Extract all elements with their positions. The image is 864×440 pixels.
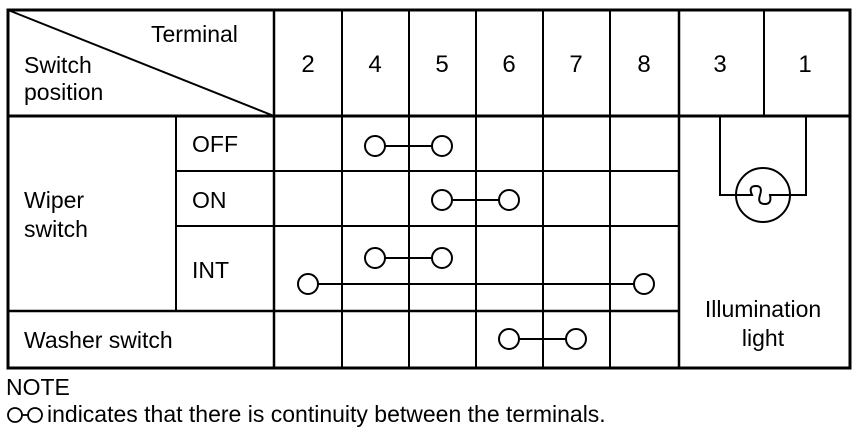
header-position-label: position [24, 79, 103, 105]
note-text: indicates that there is continuity betwe… [47, 401, 606, 427]
row-label-on: ON [192, 187, 227, 213]
header-switch-label: Switch [24, 52, 92, 78]
lamp-icon [719, 116, 807, 223]
connection-washer-6-7 [498, 328, 587, 350]
terminal-header-3: 3 [713, 51, 726, 78]
illumination-label-line2: light [742, 325, 785, 351]
terminal-header-1: 1 [798, 51, 811, 78]
connection-int-2-8 [297, 273, 655, 295]
terminal-header-4: 4 [368, 51, 381, 78]
terminal-header-8: 8 [637, 51, 650, 78]
terminal-header-5: 5 [435, 51, 448, 78]
note-heading: NOTE [6, 374, 70, 400]
terminal-header-2: 2 [301, 51, 314, 78]
wiper-switch-label-line2: switch [24, 216, 88, 242]
continuity-symbol-icon [7, 407, 43, 423]
table-grid [6, 8, 852, 370]
wiper-switch-label-line1: Wiper [24, 187, 84, 213]
continuity-connections [297, 135, 655, 350]
row-label-off: OFF [192, 131, 238, 157]
header-terminal-label: Terminal [151, 21, 238, 47]
terminal-header-7: 7 [569, 51, 582, 78]
terminal-headers: 2 4 5 6 7 8 3 1 [301, 51, 811, 78]
illumination-label-line1: Illumination [705, 296, 821, 322]
connection-int-4-5 [364, 247, 453, 269]
row-label-int: INT [192, 257, 229, 283]
connection-on-5-6 [431, 189, 520, 211]
terminal-header-6: 6 [502, 51, 515, 78]
row-label-washer-switch: Washer switch [24, 327, 173, 353]
connection-off-4-5 [364, 135, 453, 157]
